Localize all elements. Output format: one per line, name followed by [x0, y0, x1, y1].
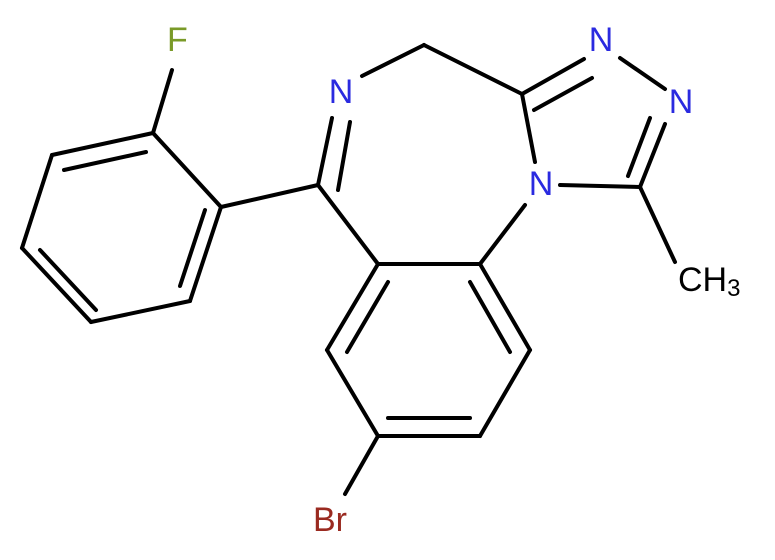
bond [20, 246, 93, 324]
bond [325, 348, 380, 438]
bond [360, 43, 426, 78]
bond [188, 205, 223, 303]
methyl-label: CH3 [678, 261, 740, 302]
bridgehead-nitrogen-label: N [529, 165, 554, 203]
bond [38, 248, 98, 312]
bond [151, 131, 223, 209]
bonds [20, 43, 677, 496]
bond [178, 208, 207, 288]
bond [316, 183, 380, 266]
bond [618, 56, 667, 91]
bond [520, 57, 586, 96]
bond [345, 280, 390, 354]
bond [316, 116, 334, 187]
bond [20, 153, 54, 250]
bond [336, 120, 352, 192]
atom-labels: F N N N N CH3 Br [167, 21, 740, 539]
bond [422, 43, 524, 96]
bond [468, 280, 512, 354]
bond [532, 76, 594, 112]
methyl-subscript: 3 [727, 275, 740, 302]
bond [638, 122, 667, 189]
triazole-nitrogen-top-label: N [589, 21, 614, 59]
bond [478, 262, 532, 352]
bond [520, 92, 537, 164]
fluorine-label: F [167, 21, 188, 59]
bond [89, 299, 192, 324]
bond [478, 203, 527, 266]
imine-nitrogen-label: N [329, 73, 354, 111]
bond [219, 183, 320, 209]
bond [626, 116, 652, 178]
bond [558, 183, 642, 189]
bond [343, 434, 380, 496]
methyl-ch: CH [678, 261, 727, 299]
bond [62, 150, 148, 172]
bromine-label: Br [313, 501, 347, 539]
bond [478, 348, 532, 438]
triazole-nitrogen-right-label: N [669, 83, 694, 121]
bond [325, 262, 380, 352]
bond [50, 131, 155, 157]
bond [151, 68, 174, 135]
bond [638, 185, 677, 264]
